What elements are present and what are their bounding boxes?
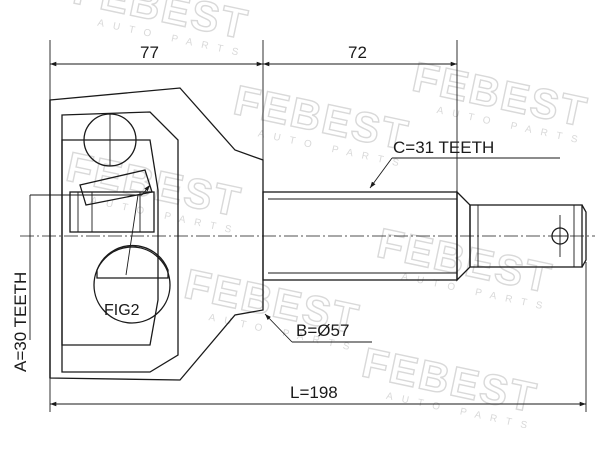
cv-housing [49,87,264,381]
fig2-detail: FIG2 [93,244,171,324]
inner-teeth-label: A=30 TEETH [11,272,30,372]
top-dimensions: 77 72 [49,40,458,215]
shaft-length-label: 72 [348,43,367,62]
watermarks: FEBEST AUTO PARTS FEBEST AUTO PARTS FEBE… [62,0,593,433]
housing-length-label: 77 [140,43,159,62]
total-length-label: L=198 [290,383,338,402]
fig2-label: FIG2 [104,302,140,319]
inner-teeth-callout: A=30 TEETH [11,184,151,372]
outer-teeth-callout: C=31 TEETH [369,138,560,189]
outer-teeth-label: C=31 TEETH [393,138,494,157]
total-length-dimension: L=198 [49,262,587,412]
diameter-label: B=Ø57 [296,321,349,340]
fig2-circle [93,246,171,324]
diameter-callout: B=Ø57 [264,313,372,343]
